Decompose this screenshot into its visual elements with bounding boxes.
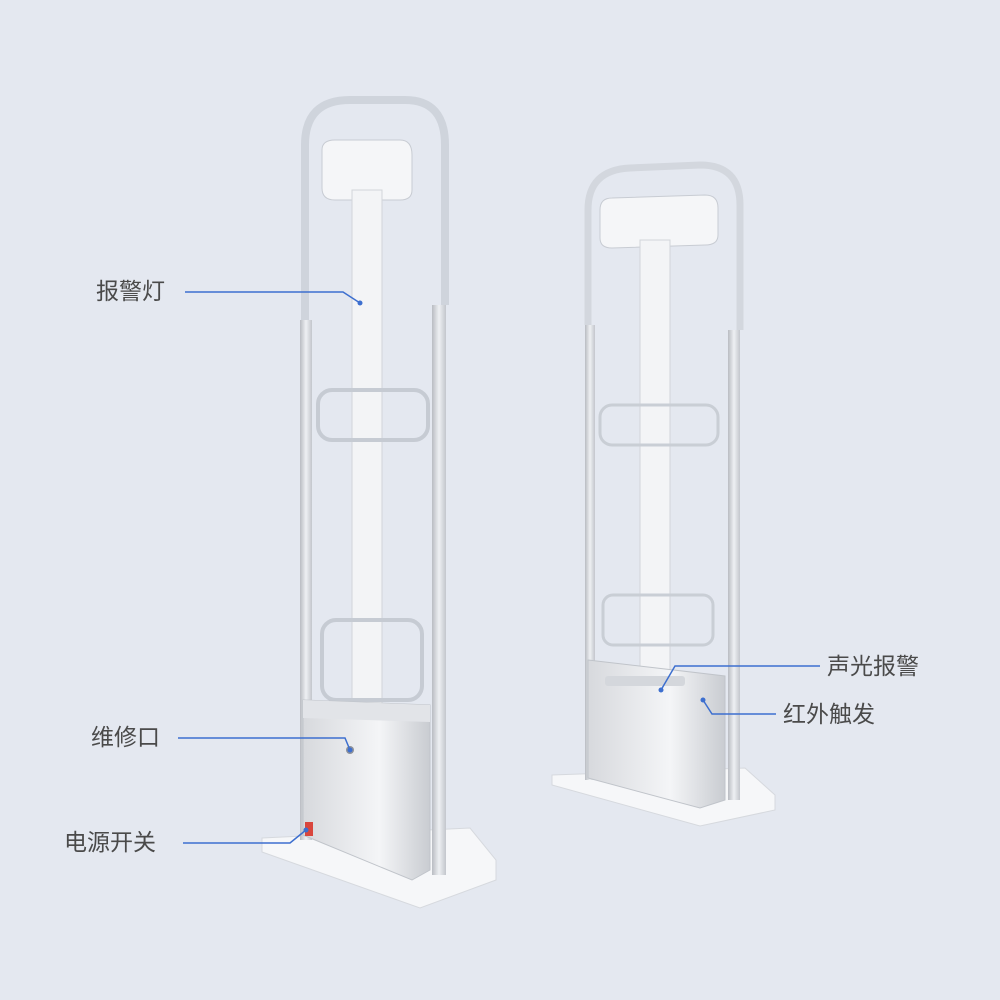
callout-lines bbox=[178, 291, 820, 844]
label-power-switch: 电源开关 bbox=[64, 830, 156, 856]
label-alarm-light: 报警灯 bbox=[96, 279, 165, 305]
label-infrared-trigger: 红外触发 bbox=[783, 702, 875, 728]
right-gate bbox=[551, 161, 776, 827]
callout-dots bbox=[303, 300, 706, 833]
callout-line-alarm-light bbox=[185, 291, 361, 304]
callout-line-infrared-trigger bbox=[702, 699, 776, 715]
callout-line-power-switch bbox=[183, 829, 307, 844]
label-sound-light-alarm: 声光报警 bbox=[827, 654, 919, 680]
callout-line-sound-light-alarm bbox=[660, 665, 820, 691]
label-maintenance-port: 维修口 bbox=[91, 725, 160, 751]
callout-line-maintenance-port bbox=[178, 737, 351, 751]
left-gate bbox=[261, 96, 497, 909]
